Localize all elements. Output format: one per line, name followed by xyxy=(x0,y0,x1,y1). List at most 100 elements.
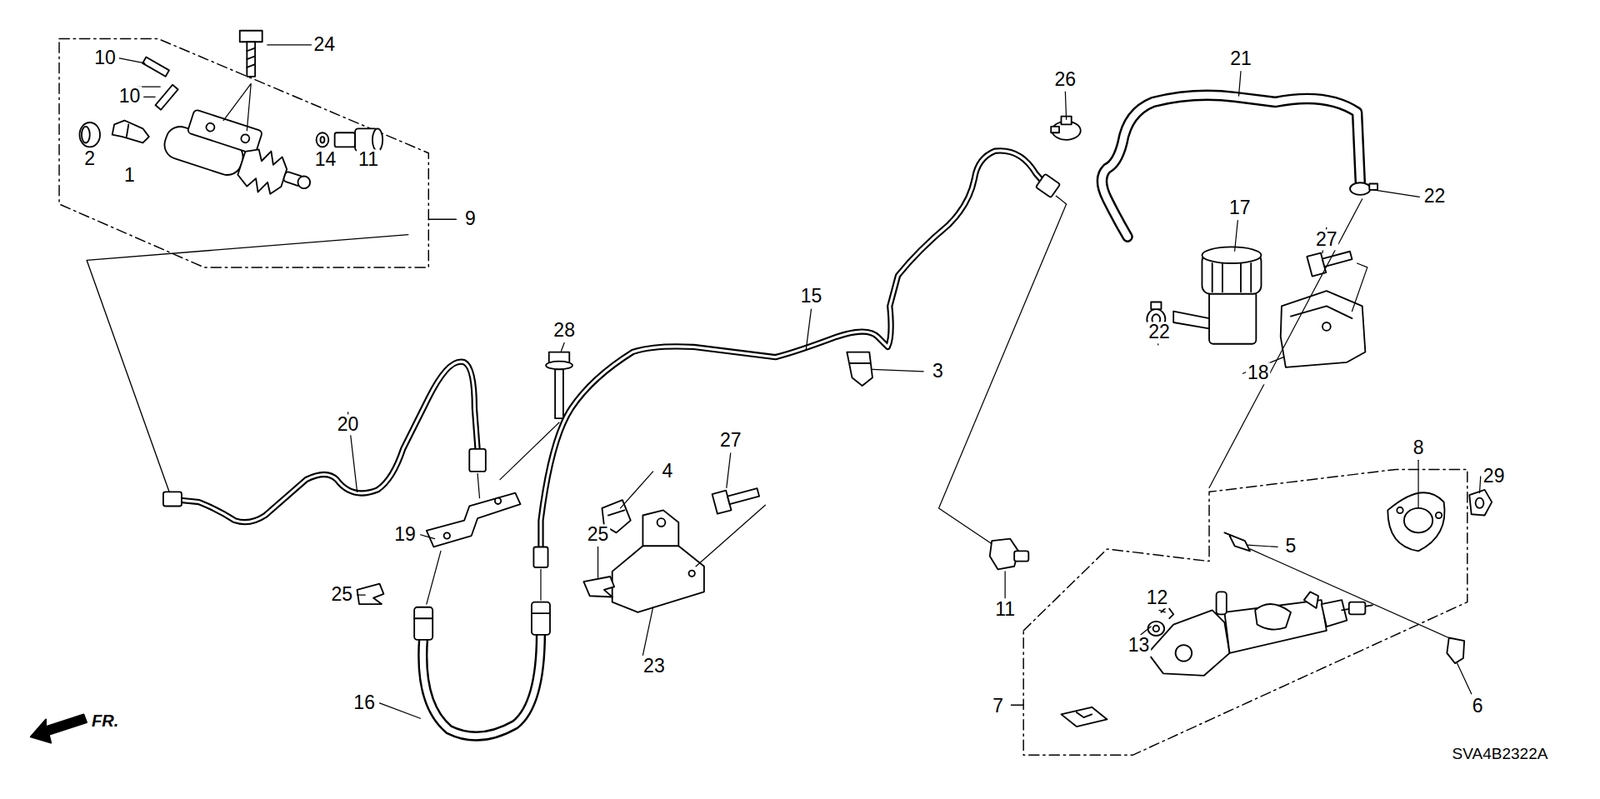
callout-number: 24 xyxy=(312,34,338,55)
cylinder-gasket xyxy=(1387,492,1445,551)
callout-number: 21 xyxy=(1228,48,1254,70)
connect-line xyxy=(426,550,441,605)
clutch-hose xyxy=(422,632,541,736)
mount-bolt xyxy=(240,30,263,77)
leader-line xyxy=(1005,571,1006,599)
callout-number: 15 xyxy=(799,286,825,308)
leader-line xyxy=(620,471,653,509)
callout-number: 22 xyxy=(1146,322,1172,344)
flare-nut xyxy=(990,539,1030,570)
flare-nut xyxy=(335,128,384,151)
leader-line xyxy=(267,44,312,45)
leader-line xyxy=(1140,626,1151,635)
callout-number: 11 xyxy=(356,150,380,171)
callout-number: 14 xyxy=(313,150,339,171)
hose-clip xyxy=(583,576,615,597)
callout-number: 19 xyxy=(392,524,418,545)
callout-number: 26 xyxy=(1053,69,1079,90)
bracket-bolt xyxy=(712,482,761,515)
callout-number: 11 xyxy=(993,600,1017,621)
connect-line xyxy=(1209,199,1363,489)
flange-nut xyxy=(1469,490,1492,516)
leader-line xyxy=(1457,663,1472,695)
leader-line xyxy=(560,343,565,352)
leader-line xyxy=(357,594,366,595)
leader-line xyxy=(144,96,155,98)
clutch-pipe xyxy=(178,361,478,523)
washer xyxy=(316,132,330,147)
leader-line xyxy=(1246,545,1278,547)
callout-number: 7 xyxy=(990,695,1005,717)
retaining-clip xyxy=(1224,532,1250,551)
group-tick xyxy=(1010,705,1024,706)
callout-number: 10 xyxy=(117,86,143,108)
reservoir-hose xyxy=(1101,95,1360,237)
connect-line xyxy=(1250,549,1451,640)
callout-number: 3 xyxy=(930,360,945,382)
connect-line xyxy=(695,505,765,566)
callout-number: 25 xyxy=(585,524,611,545)
clutch-pipe xyxy=(540,150,1043,550)
group-outline xyxy=(1023,469,1468,755)
front-arrow xyxy=(30,714,87,743)
pipe-bracket xyxy=(612,510,705,612)
leader-line xyxy=(223,83,251,130)
pipe-fitting xyxy=(533,174,1060,568)
leader-line xyxy=(597,546,599,578)
callout-number: 13 xyxy=(1126,635,1152,657)
leader-line xyxy=(1480,476,1481,494)
connect-line xyxy=(1351,263,1367,312)
leader-line xyxy=(119,58,145,64)
connect-line xyxy=(86,235,409,499)
callout-number: 23 xyxy=(641,655,667,677)
connect-line xyxy=(540,569,541,600)
callout-number: 25 xyxy=(329,584,355,605)
leader-line xyxy=(726,453,731,489)
master-cylinder xyxy=(1148,591,1373,675)
pipe-fitting xyxy=(163,449,486,507)
hose-clamp xyxy=(1350,182,1378,195)
callout-number: 9 xyxy=(463,209,478,230)
reservoir xyxy=(1173,246,1261,344)
label-tag xyxy=(1060,707,1107,727)
group-tick xyxy=(428,219,456,220)
callout-number: 17 xyxy=(1227,197,1253,219)
leader-line xyxy=(805,309,811,350)
callout-number: 1 xyxy=(122,165,137,186)
hose-clamp xyxy=(1050,116,1081,140)
leader-line xyxy=(1159,610,1165,612)
callout-number: 27 xyxy=(1314,229,1340,250)
bleeder-cap xyxy=(80,122,100,147)
hose-clip xyxy=(357,584,385,605)
direction-label: FR. xyxy=(90,711,120,730)
callout-number: 6 xyxy=(1470,695,1485,717)
leader-line xyxy=(642,607,653,656)
callout-number: 5 xyxy=(1284,536,1299,558)
callout-number: 8 xyxy=(1411,437,1426,459)
callout-number: 28 xyxy=(551,320,577,341)
washer xyxy=(1148,621,1165,636)
pin-spring xyxy=(142,56,178,110)
clevis-pin xyxy=(1446,637,1465,664)
callout-number: 2 xyxy=(82,148,97,170)
callout-number: 4 xyxy=(660,460,675,482)
bleeder-screw xyxy=(112,120,150,144)
leader-line xyxy=(1239,71,1241,96)
group-outline xyxy=(59,39,429,268)
callout-number: 22 xyxy=(1422,186,1448,208)
hose-fitting xyxy=(414,602,550,640)
leader-line xyxy=(1235,220,1239,252)
leader-line xyxy=(872,369,924,371)
callout-number: 29 xyxy=(1481,465,1507,487)
callout-number: 27 xyxy=(718,430,744,451)
callout-number: 16 xyxy=(351,692,377,714)
callout-number: 18 xyxy=(1245,363,1271,385)
leader-line xyxy=(1065,91,1066,120)
connect-line xyxy=(939,195,1067,546)
leader-line xyxy=(1417,460,1419,507)
slave-cylinder xyxy=(159,103,321,207)
leader-line xyxy=(380,703,421,719)
diagram-code: SVA4B2322A xyxy=(1450,745,1550,764)
leader-line xyxy=(420,535,435,540)
